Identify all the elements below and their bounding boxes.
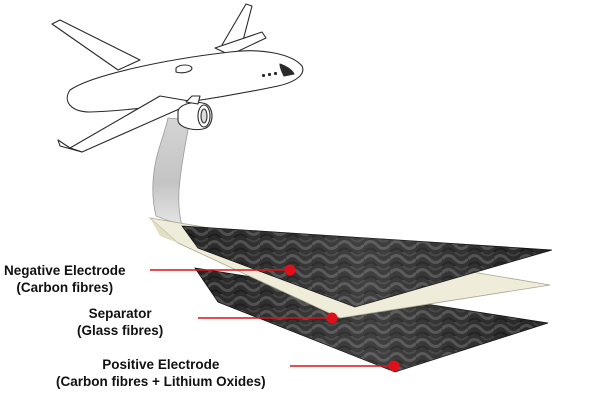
separator-title: Separator bbox=[88, 306, 152, 321]
airplane-icon bbox=[51, 3, 304, 153]
positive-electrode-material: (Carbon fibres + Lithium Oxides) bbox=[56, 374, 266, 389]
separator-marker bbox=[326, 312, 338, 324]
negative-electrode-layer bbox=[181, 225, 553, 308]
positive-electrode-marker bbox=[388, 360, 400, 372]
separator-label: Separator (Glass fibres) bbox=[77, 305, 163, 339]
separator-material: (Glass fibres) bbox=[77, 323, 164, 338]
negative-electrode-marker bbox=[284, 264, 296, 276]
positive-electrode-title: Positive Electrode bbox=[102, 357, 220, 372]
negative-electrode-title: Negative Electrode bbox=[4, 263, 126, 278]
material-ribbon bbox=[152, 117, 191, 227]
positive-electrode-layer bbox=[194, 267, 549, 373]
negative-electrode-material: (Carbon fibres) bbox=[16, 280, 114, 295]
negative-electrode-label: Negative Electrode (Carbon fibres) bbox=[4, 262, 126, 296]
positive-electrode-label: Positive Electrode (Carbon fibres + Lith… bbox=[56, 356, 266, 390]
